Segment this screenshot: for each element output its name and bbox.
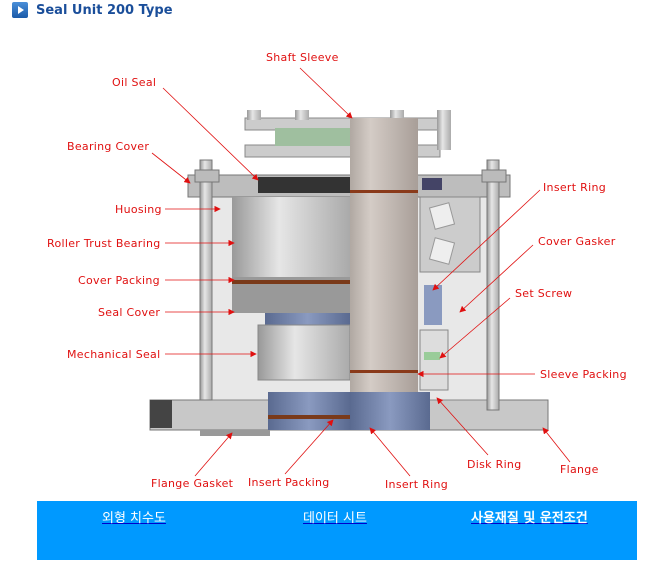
page-header: Seal Unit 200 Type [12, 2, 173, 18]
nav-bar: 외형 치수도 데이터 시트 사용재질 및 운전조건 [37, 501, 637, 560]
label-set-screw: Set Screw [515, 287, 573, 300]
label-sleeve-packing: Sleeve Packing [540, 368, 627, 381]
label-huosing: Huosing [115, 203, 162, 216]
label-seal-cover: Seal Cover [98, 306, 161, 319]
play-arrow-icon [12, 2, 28, 18]
label-insert-ring-bottom: Insert Ring [385, 478, 448, 491]
link-materials-conditions[interactable]: 사용재질 및 운전조건 [471, 511, 588, 526]
page-title: Seal Unit 200 Type [36, 2, 173, 18]
label-roller-trust-bearing: Roller Trust Bearing [47, 237, 161, 250]
link-dimensions[interactable]: 외형 치수도 [102, 511, 166, 526]
label-insert-packing: Insert Packing [248, 476, 330, 489]
seal-unit-diagram [149, 67, 571, 477]
label-flange-gasket: Flange Gasket [151, 477, 234, 490]
label-oil-seal: Oil Seal [112, 76, 157, 89]
label-insert-ring-top: Insert Ring [543, 181, 606, 194]
label-mechanical-seal: Mechanical Seal [67, 348, 161, 361]
label-disk-ring: Disk Ring [467, 458, 522, 471]
label-cover-gasker: Cover Gasker [538, 235, 616, 248]
label-cover-packing: Cover Packing [78, 274, 160, 287]
label-shaft-sleeve: Shaft Sleeve [266, 51, 339, 64]
label-bearing-cover: Bearing Cover [67, 140, 150, 153]
link-datasheet[interactable]: 데이터 시트 [303, 511, 367, 526]
label-flange: Flange [560, 463, 599, 476]
